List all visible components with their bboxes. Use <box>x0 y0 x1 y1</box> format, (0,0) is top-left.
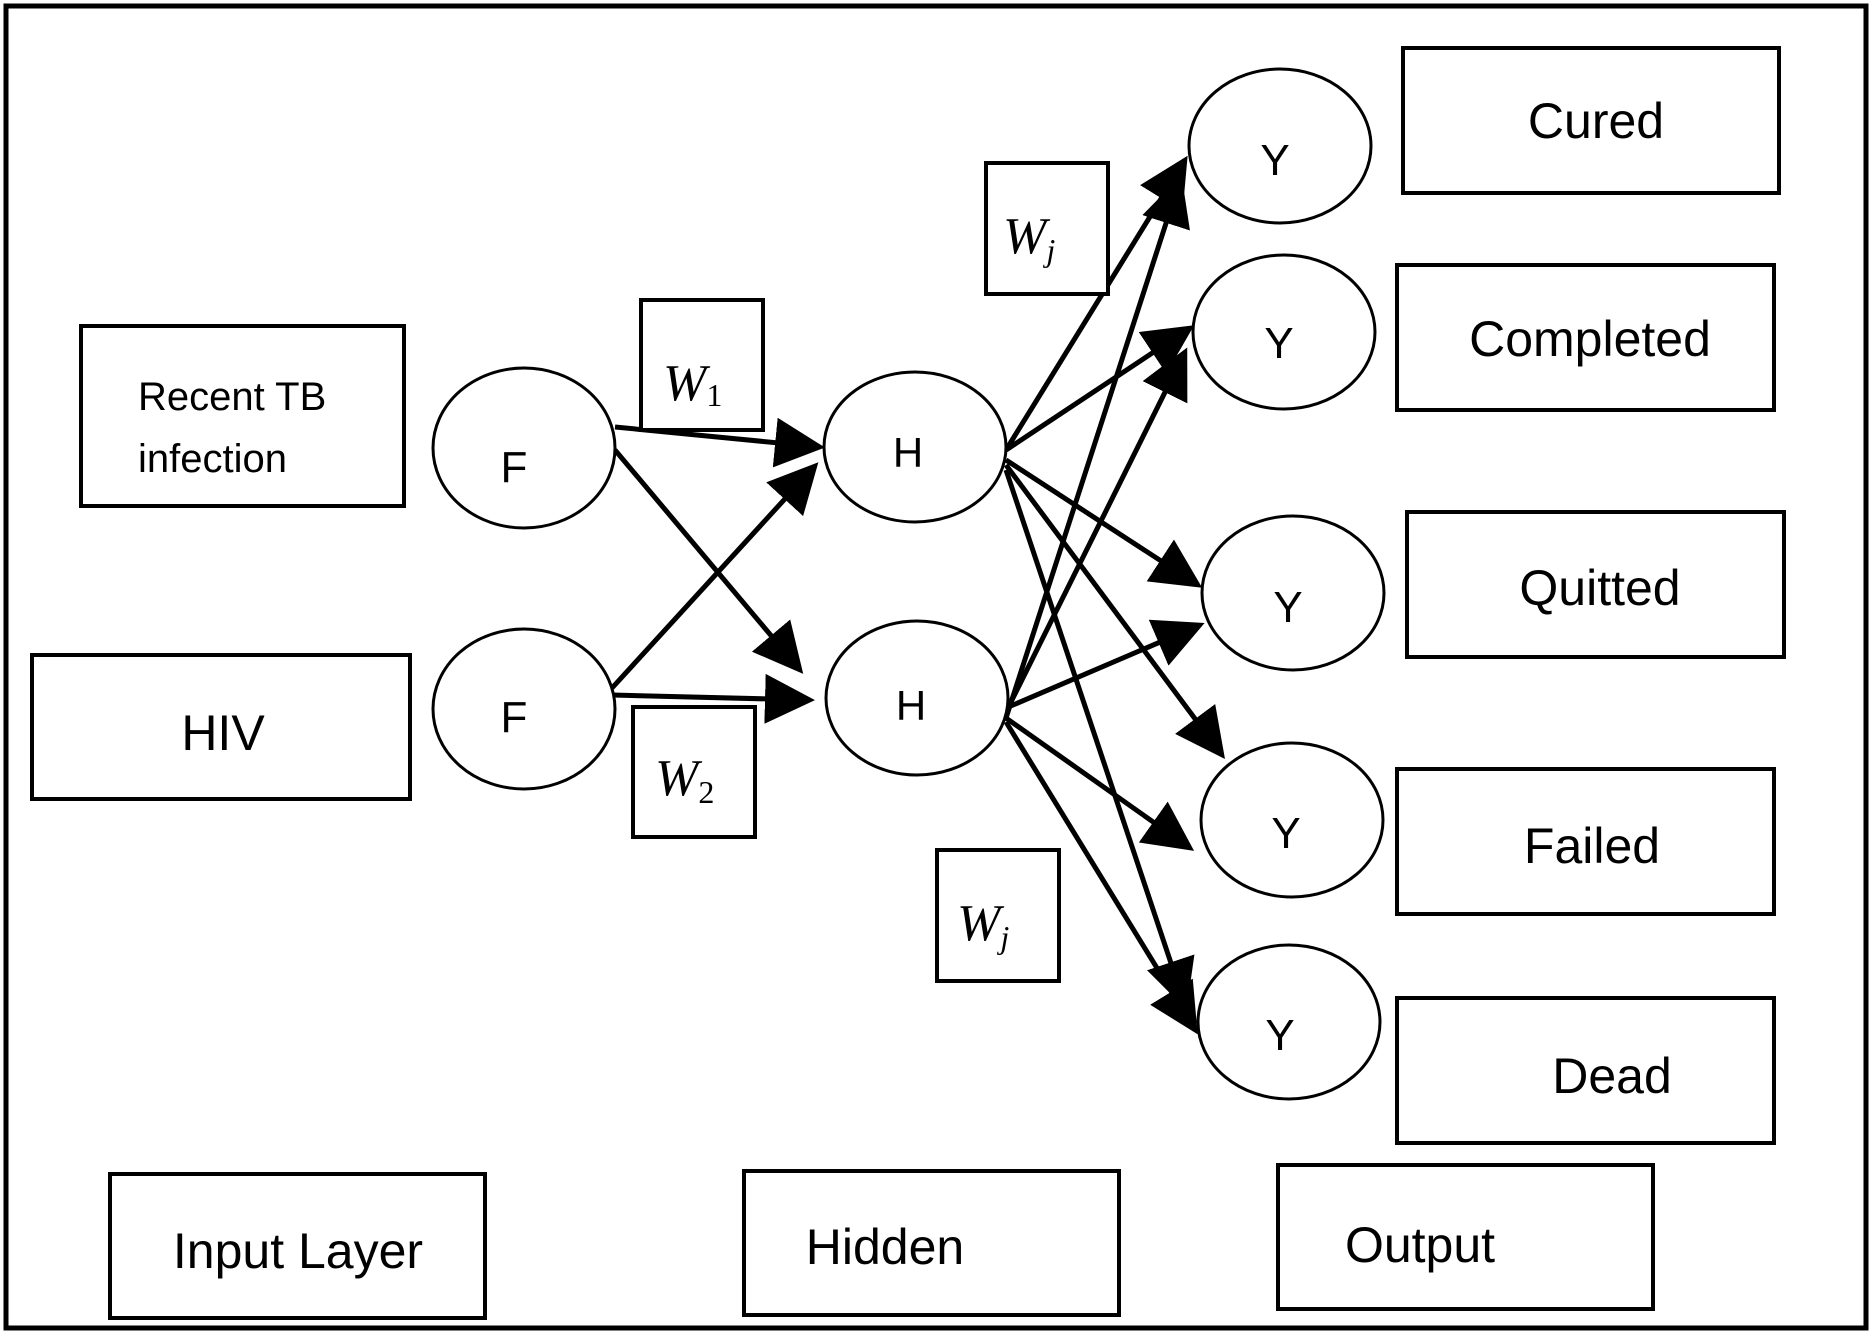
output-node-1-label: Y <box>1260 136 1289 185</box>
output-node-5 <box>1196 943 1382 1101</box>
weight-w1-letter: W <box>663 355 711 412</box>
edge-f1-h2 <box>613 448 804 674</box>
outcome-label-cured: Cured <box>1528 93 1664 149</box>
input-node-1 <box>431 366 617 530</box>
outcome-box-cured <box>1401 46 1781 195</box>
weight-box-wj-top <box>984 161 1110 296</box>
edge-h2-y4 <box>1004 715 1195 851</box>
output-node-1 <box>1187 67 1373 225</box>
weight-box-w2 <box>631 705 757 839</box>
weight-wj-top-letter: W <box>1003 208 1051 265</box>
input-node-1-label: F <box>501 443 528 492</box>
output-node-5-label: Y <box>1265 1011 1294 1060</box>
weight-wj-top-subscript: j <box>1042 232 1055 268</box>
weight-wj-bottom-letter: W <box>957 895 1005 952</box>
outcome-label-dead: Dead <box>1552 1048 1672 1104</box>
input-box-recent-tb <box>79 324 406 508</box>
outcome-box-quitted <box>1405 510 1786 659</box>
weight-w2-subscript: 2 <box>698 774 714 810</box>
hidden-node-1 <box>822 370 1008 524</box>
input-box-hiv <box>30 653 412 801</box>
outcome-label-completed: Completed <box>1469 311 1711 367</box>
layer-label-output: Output <box>1345 1217 1495 1273</box>
layer-label-input: Input Layer <box>173 1223 423 1279</box>
weight-label-w1: W1 <box>663 355 722 413</box>
outcome-label-failed: Failed <box>1524 818 1660 874</box>
input-label-hiv: HIV <box>181 705 265 761</box>
layer-box-output <box>1276 1163 1655 1311</box>
weight-w1-subscript: 1 <box>706 377 722 413</box>
hidden-output-edges <box>1003 155 1225 1035</box>
output-node-3-label: Y <box>1273 583 1302 632</box>
edge-h2-y2 <box>1003 347 1188 714</box>
edge-h2-y3 <box>1005 619 1205 711</box>
output-node-3 <box>1200 514 1386 672</box>
weight-w2-letter: W <box>655 750 703 807</box>
weight-wj-bottom-subscript: j <box>996 919 1009 955</box>
edge-f2-h2 <box>611 673 815 724</box>
input-node-2-label: F <box>501 693 528 742</box>
outcome-box-completed <box>1395 263 1776 412</box>
hidden-node-1-label: H <box>893 429 923 476</box>
hidden-node-2 <box>824 619 1010 777</box>
outcome-box-failed <box>1395 767 1776 916</box>
weight-box-wj-bottom <box>935 848 1061 983</box>
input-label-recent-tb-line1: Recent TB <box>138 375 326 419</box>
edge-h1-y5 <box>1003 469 1195 1010</box>
outcome-label-quitted: Quitted <box>1519 560 1680 616</box>
edge-h1-y4 <box>1003 463 1225 760</box>
edge-f2-h1 <box>610 462 819 690</box>
input-node-2 <box>431 627 617 791</box>
weight-label-wj-top: Wj <box>1003 208 1055 268</box>
edge-h2-y5 <box>1003 720 1198 1035</box>
output-node-4 <box>1199 741 1385 899</box>
output-node-2-label: Y <box>1264 319 1293 368</box>
weight-label-w2: W2 <box>655 750 714 810</box>
layer-label-hidden: Hidden <box>806 1219 964 1275</box>
output-node-2 <box>1191 253 1377 411</box>
input-label-recent-tb-line2: infection <box>138 437 287 481</box>
hidden-node-2-label: H <box>896 682 926 729</box>
weight-box-w1 <box>639 298 765 432</box>
weight-label-wj-bottom: Wj <box>957 895 1009 955</box>
output-node-4-label: Y <box>1271 809 1300 858</box>
outcome-box-dead <box>1395 996 1776 1145</box>
layer-box-input <box>108 1172 487 1320</box>
edge-h2-y1 <box>1003 175 1190 719</box>
layer-box-hidden <box>742 1169 1121 1317</box>
